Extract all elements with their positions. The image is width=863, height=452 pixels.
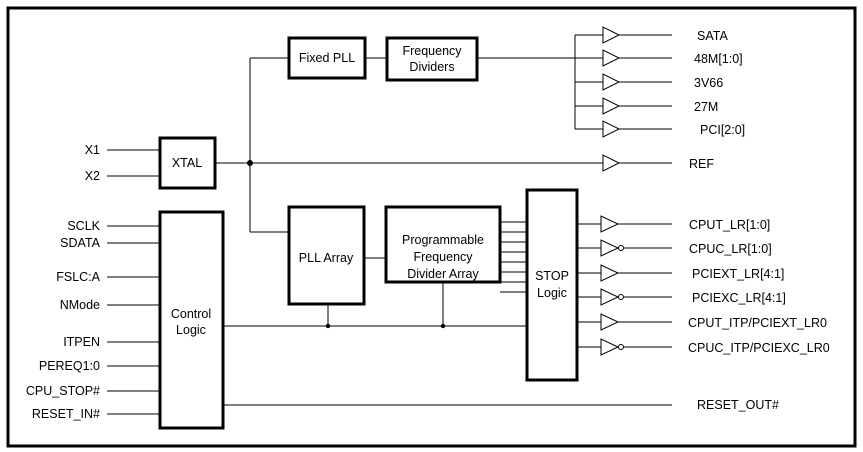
stop-logic-label-line2: Logic bbox=[537, 286, 567, 300]
inverter-bubble bbox=[618, 344, 624, 350]
output-sata: SATA bbox=[697, 29, 728, 43]
buffer-27m bbox=[602, 97, 621, 115]
input-fslc: FSLC:A bbox=[56, 270, 100, 284]
input-pereq: PEREQ1:0 bbox=[39, 359, 100, 373]
buffer-ref bbox=[602, 154, 621, 172]
pll-array-label: PLL Array bbox=[299, 251, 354, 265]
output-3v66: 3V66 bbox=[694, 76, 723, 90]
output-pciexc-lr: PCIEXC_LR[4:1] bbox=[692, 291, 786, 305]
control-logic-label-line1: Control bbox=[171, 307, 211, 321]
buffers bbox=[600, 26, 624, 356]
inverter-bubble bbox=[618, 245, 624, 251]
input-x2: X2 bbox=[85, 169, 100, 183]
wires bbox=[107, 34, 672, 415]
input-cpu-stop: CPU_STOP# bbox=[26, 384, 100, 398]
buffer-pciext-lr bbox=[600, 264, 620, 282]
programmable-divider-label-line3: Divider Array bbox=[407, 267, 479, 281]
input-sdata: SDATA bbox=[60, 236, 100, 250]
output-cpuc-itp: CPUC_ITP/PCIEXC_LR0 bbox=[688, 341, 830, 355]
buffer-pciexc-lr bbox=[600, 288, 620, 306]
buffer-pci bbox=[602, 120, 621, 138]
output-ref: REF bbox=[689, 157, 714, 171]
output-cpuc-lr: CPUC_LR[1:0] bbox=[689, 242, 772, 256]
output-pci: PCI[2:0] bbox=[700, 123, 745, 137]
inverter-bubble bbox=[618, 294, 624, 300]
junction-dot bbox=[247, 160, 253, 166]
xtal-label: XTAL bbox=[172, 156, 202, 170]
fixed-pll-block: Fixed PLL bbox=[287, 36, 367, 80]
xtal-block: XTAL bbox=[158, 136, 217, 190]
output-cput-itp: CPUT_ITP/PCIEXT_LR0 bbox=[688, 316, 827, 330]
frequency-dividers-label-line2: Dividers bbox=[409, 60, 454, 74]
buffer-sata bbox=[602, 26, 621, 44]
buffer-cput-lr bbox=[600, 215, 620, 233]
input-sclk: SCLK bbox=[67, 219, 100, 233]
output-pciext-lr: PCIEXT_LR[4:1] bbox=[692, 267, 784, 281]
input-labels: X1 X2 SCLK SDATA FSLC:A NMode ITPEN PERE… bbox=[26, 143, 101, 421]
junction-dot bbox=[325, 323, 331, 329]
buffer-cpuc-itp bbox=[600, 338, 620, 356]
fixed-pll-label: Fixed PLL bbox=[299, 51, 355, 65]
output-48m: 48M[1:0] bbox=[694, 52, 743, 66]
input-itpen: ITPEN bbox=[63, 335, 100, 349]
buffer-48m bbox=[602, 49, 621, 67]
programmable-divider-block: Programmable Frequency Divider Array bbox=[384, 205, 502, 284]
control-logic-label-line2: Logic bbox=[176, 323, 206, 337]
output-27m: 27M bbox=[694, 100, 718, 114]
buffer-cput-itp bbox=[600, 313, 620, 331]
programmable-divider-label-line1: Programmable bbox=[402, 233, 484, 247]
junction-dot bbox=[440, 323, 446, 329]
output-labels: SATA 48M[1:0] 3V66 27M PCI[2:0] REF CPUT… bbox=[688, 29, 830, 412]
frequency-dividers-label-line1: Frequency bbox=[402, 44, 462, 58]
frequency-dividers-block: Frequency Dividers bbox=[385, 36, 479, 82]
stop-logic-label-line1: STOP bbox=[535, 269, 569, 283]
pll-array-block: PLL Array bbox=[287, 205, 366, 306]
buffer-cpuc-lr bbox=[600, 239, 620, 257]
input-x1: X1 bbox=[85, 143, 100, 157]
output-reset-out: RESET_OUT# bbox=[697, 398, 779, 412]
control-logic-block: Control Logic bbox=[158, 210, 225, 430]
input-nmode: NMode bbox=[60, 298, 100, 312]
stop-logic-block: STOP Logic bbox=[525, 188, 579, 382]
input-reset-in: RESET_IN# bbox=[32, 407, 100, 421]
output-cput-lr: CPUT_LR[1:0] bbox=[689, 218, 770, 232]
buffer-3v66 bbox=[602, 73, 621, 91]
programmable-divider-label-line2: Frequency bbox=[413, 250, 473, 264]
